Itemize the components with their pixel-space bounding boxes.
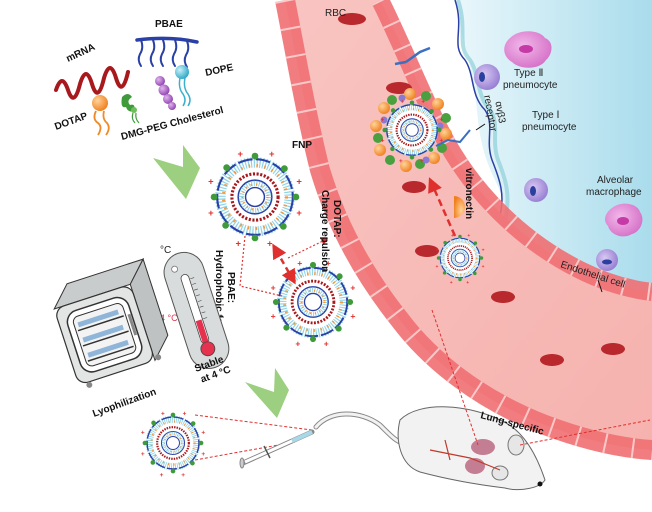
svg-text:macrophage: macrophage bbox=[586, 187, 642, 198]
injection-pointer-top bbox=[194, 414, 313, 431]
alveolar-macrophage-label: Alveolar macrophage bbox=[586, 175, 642, 198]
fnp-particle-injection bbox=[141, 411, 205, 479]
rbc-label: RBC bbox=[325, 8, 346, 19]
pbae-label: PBAE bbox=[155, 19, 183, 30]
dotap-icon bbox=[92, 95, 110, 136]
vessel-wall-right bbox=[371, 0, 652, 301]
blood-vessel bbox=[275, 0, 652, 460]
svg-text:Type Ⅱ: Type Ⅱ bbox=[514, 68, 543, 79]
dope-label: DOPE bbox=[204, 62, 234, 79]
vitronectin-label: vitronectin bbox=[463, 168, 474, 219]
pbae-pointer bbox=[239, 235, 283, 297]
alveolar-macrophage-cell bbox=[605, 203, 643, 237]
thermometer-icon bbox=[163, 251, 230, 369]
svg-text:pneumocyte: pneumocyte bbox=[522, 122, 577, 133]
pbae-force-label: PBAE: Hydrophobic force bbox=[213, 250, 236, 339]
mouse-icon bbox=[313, 406, 546, 491]
dotap-label: DOTAP bbox=[53, 111, 89, 133]
dmg-peg-icon bbox=[121, 94, 140, 124]
pbae-icon bbox=[135, 36, 199, 68]
fnp-particle-top bbox=[208, 149, 302, 249]
svg-text:Hydrophobic force: Hydrophobic force bbox=[213, 250, 224, 339]
svg-text:pneumocyte: pneumocyte bbox=[503, 80, 558, 91]
integrin-binding bbox=[435, 129, 471, 147]
dotap-pointer bbox=[287, 238, 329, 259]
receptor-pointer bbox=[475, 123, 486, 131]
vitronectin-icon bbox=[454, 196, 465, 218]
endothelial-immune-cell-2 bbox=[596, 249, 618, 271]
cholesterol-icon bbox=[155, 76, 176, 110]
svg-text:αvβ3: αvβ3 bbox=[492, 100, 507, 124]
fnp-label: FNP bbox=[292, 140, 312, 151]
svg-text:Type Ⅰ: Type Ⅰ bbox=[532, 110, 559, 121]
syringe-icon bbox=[239, 429, 315, 469]
type2-pneumocyte-label: Type Ⅱ pneumocyte bbox=[503, 68, 558, 91]
thermometer-unit: °C bbox=[160, 245, 171, 256]
dotap-force-label: DOTAP: Charge repulsion bbox=[319, 190, 342, 272]
dope-icon bbox=[175, 65, 191, 107]
fnp-particle-middle bbox=[271, 258, 356, 349]
uptake-arrow bbox=[428, 177, 457, 237]
svg-text:PBAE:: PBAE: bbox=[225, 272, 236, 303]
lung-pointer-left bbox=[431, 309, 479, 446]
thermometer-4c-mark: 4 °C bbox=[160, 313, 178, 323]
endothelial-pointer bbox=[597, 279, 603, 293]
down-arrow-1 bbox=[153, 145, 200, 199]
receptor-icon bbox=[394, 46, 431, 66]
injection-pointer-bottom bbox=[194, 441, 296, 461]
svg-text:Alveolar: Alveolar bbox=[597, 175, 634, 186]
lyophilization-label: Lyophilization bbox=[91, 387, 158, 420]
mrna-label: mRNA bbox=[65, 42, 97, 65]
fnp-corona-particle bbox=[370, 88, 452, 172]
red-blood-cells bbox=[338, 13, 625, 366]
type2-pneumocyte-cell bbox=[504, 31, 552, 68]
endothelial-immune-cell-1 bbox=[524, 178, 548, 202]
svg-text:Charge repulsion: Charge repulsion bbox=[319, 190, 330, 272]
lyophilizer-icon bbox=[53, 257, 169, 388]
svg-text:DOTAP:: DOTAP: bbox=[331, 200, 342, 238]
repulsion-arrow bbox=[272, 243, 296, 285]
type1-pneumocyte-cell bbox=[474, 64, 500, 90]
lung-pointer-right bbox=[519, 419, 651, 446]
type1-pneumocyte-label: Type Ⅰ pneumocyte bbox=[522, 110, 577, 133]
down-arrow-2 bbox=[245, 368, 289, 418]
mrna-icon bbox=[54, 66, 130, 100]
